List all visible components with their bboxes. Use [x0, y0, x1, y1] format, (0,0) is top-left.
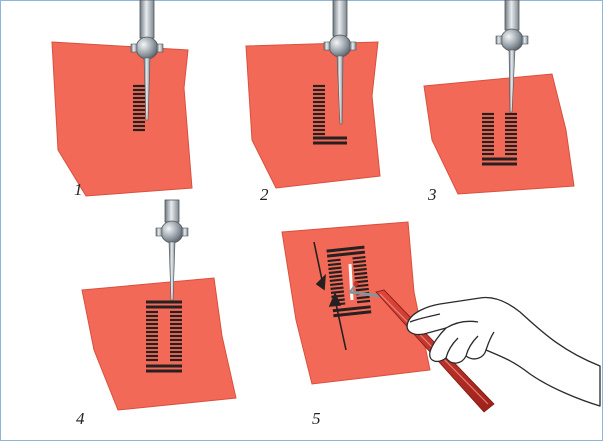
bartack: [326, 245, 366, 258]
hand: [406, 296, 601, 407]
buttonhole-slit: [348, 263, 354, 301]
bartack: [146, 300, 182, 309]
step-2-label: 2: [260, 185, 269, 204]
arrow-icon: [313, 241, 326, 291]
fabric-piece: [423, 73, 575, 195]
needle-icon: [323, 0, 357, 125]
bartack: [482, 157, 517, 166]
stitch-rows: [146, 310, 182, 362]
step-5-label: 5: [312, 409, 321, 428]
fabric-piece: [81, 277, 237, 411]
needle-icon: [130, 0, 164, 121]
fabric-piece: [51, 41, 193, 197]
bartack: [332, 305, 372, 318]
step-3-label: 3: [427, 185, 437, 204]
step-1-panel: 1: [51, 0, 193, 199]
bartack: [146, 364, 182, 373]
arrow-icon: [328, 291, 347, 351]
step-1-label: 1: [74, 180, 83, 199]
step-5-panel: 5: [281, 221, 601, 428]
needle-icon: [155, 199, 189, 301]
step-4-panel: 4: [76, 199, 237, 428]
step-3-panel: 3: [423, 0, 575, 204]
stitch-rows: [482, 112, 517, 156]
step-4-label: 4: [76, 409, 85, 428]
stitch-rows: [313, 84, 325, 136]
step-2-panel: 2: [245, 0, 381, 204]
bartack: [313, 136, 347, 145]
fabric-piece: [281, 221, 431, 385]
needle-icon: [495, 0, 529, 113]
stitch-rows: [133, 84, 145, 132]
